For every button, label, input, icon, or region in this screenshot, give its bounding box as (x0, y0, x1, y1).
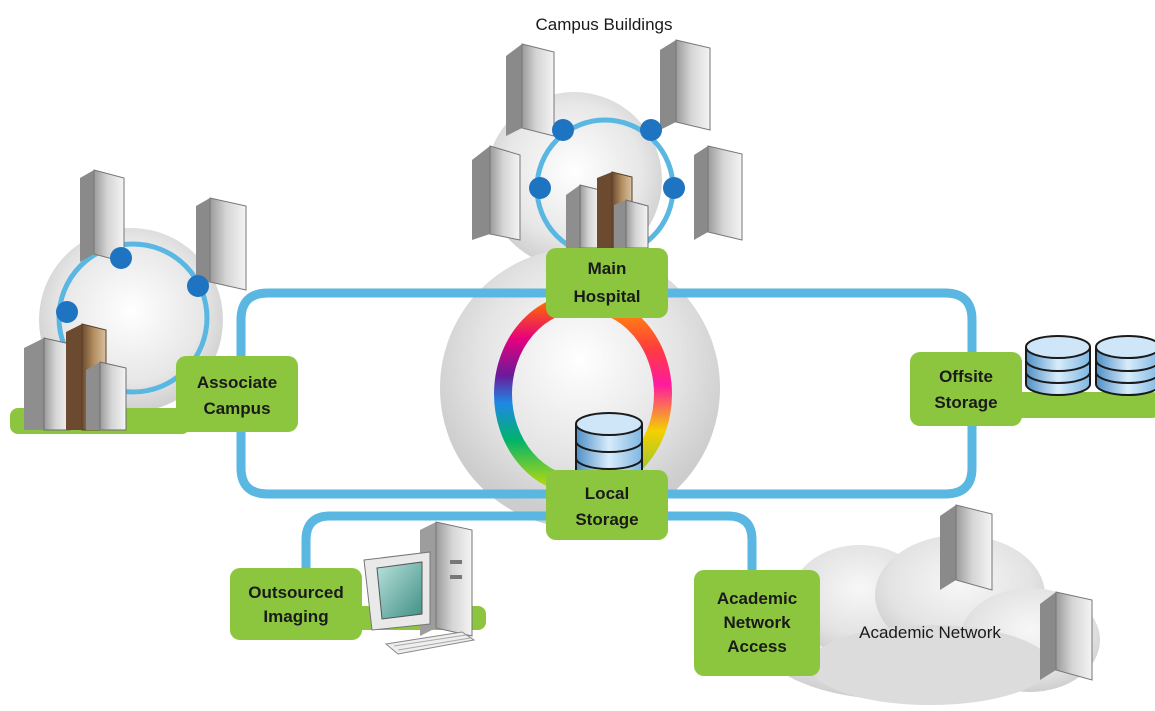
main-hospital-label-line1: Main (588, 259, 627, 278)
offsite-database-icon (1025, 335, 1091, 396)
network-node-dot (187, 275, 209, 297)
network-node-dot (529, 177, 551, 199)
main-hospital-building-icon (566, 171, 649, 249)
main-hospital-node[interactable]: Main Hospital (546, 248, 668, 318)
offsite-storage-label-line2: Storage (934, 393, 997, 412)
network-node-dot (640, 119, 662, 141)
local-storage-label-line2: Storage (575, 510, 638, 529)
campus-building-icon (660, 39, 711, 131)
associate-campus-node[interactable]: Associate Campus (176, 356, 298, 432)
associate-campus-building-icon (24, 323, 127, 431)
network-node-dot (663, 177, 685, 199)
local-storage-node[interactable]: Local Storage (546, 470, 668, 540)
campus-building-icon (472, 145, 521, 241)
network-node-dot (56, 301, 78, 323)
outsourced-imaging-label-line1: Outsourced (248, 583, 343, 602)
offsite-database-icon (1095, 335, 1155, 396)
local-storage-label-line1: Local (585, 484, 629, 503)
campus-buildings-label: Campus Buildings (535, 15, 672, 34)
campus-building-icon (694, 145, 743, 241)
network-node-dot (110, 247, 132, 269)
associate-campus-label-line2: Campus (203, 399, 270, 418)
academic-network-access-label-line1: Academic (717, 589, 797, 608)
offsite-storage-node[interactable]: Offsite Storage (910, 352, 1022, 426)
academic-server-icon (940, 504, 993, 591)
academic-network-label: Academic Network (859, 623, 1001, 642)
offsite-storage-ground (1010, 392, 1155, 418)
workstation-icon (363, 521, 476, 655)
campus-building-icon (80, 169, 125, 263)
main-hospital-label-line2: Hospital (573, 287, 640, 306)
academic-network-access-label-line3: Access (727, 637, 787, 656)
academic-network-access-node[interactable]: Academic Network Access (694, 570, 820, 676)
campus-building-icon (196, 197, 247, 291)
network-node-dot (552, 119, 574, 141)
academic-network-cloud (760, 535, 1100, 705)
associate-campus-label-line1: Associate (197, 373, 277, 392)
academic-network-access-label-line2: Network (723, 613, 791, 632)
offsite-storage-label-line1: Offsite (939, 367, 993, 386)
academic-server-icon (1040, 591, 1093, 681)
campus-building-icon (506, 43, 555, 137)
outsourced-imaging-node[interactable]: Outsourced Imaging (230, 568, 362, 640)
outsourced-imaging-label-line2: Imaging (263, 607, 328, 626)
